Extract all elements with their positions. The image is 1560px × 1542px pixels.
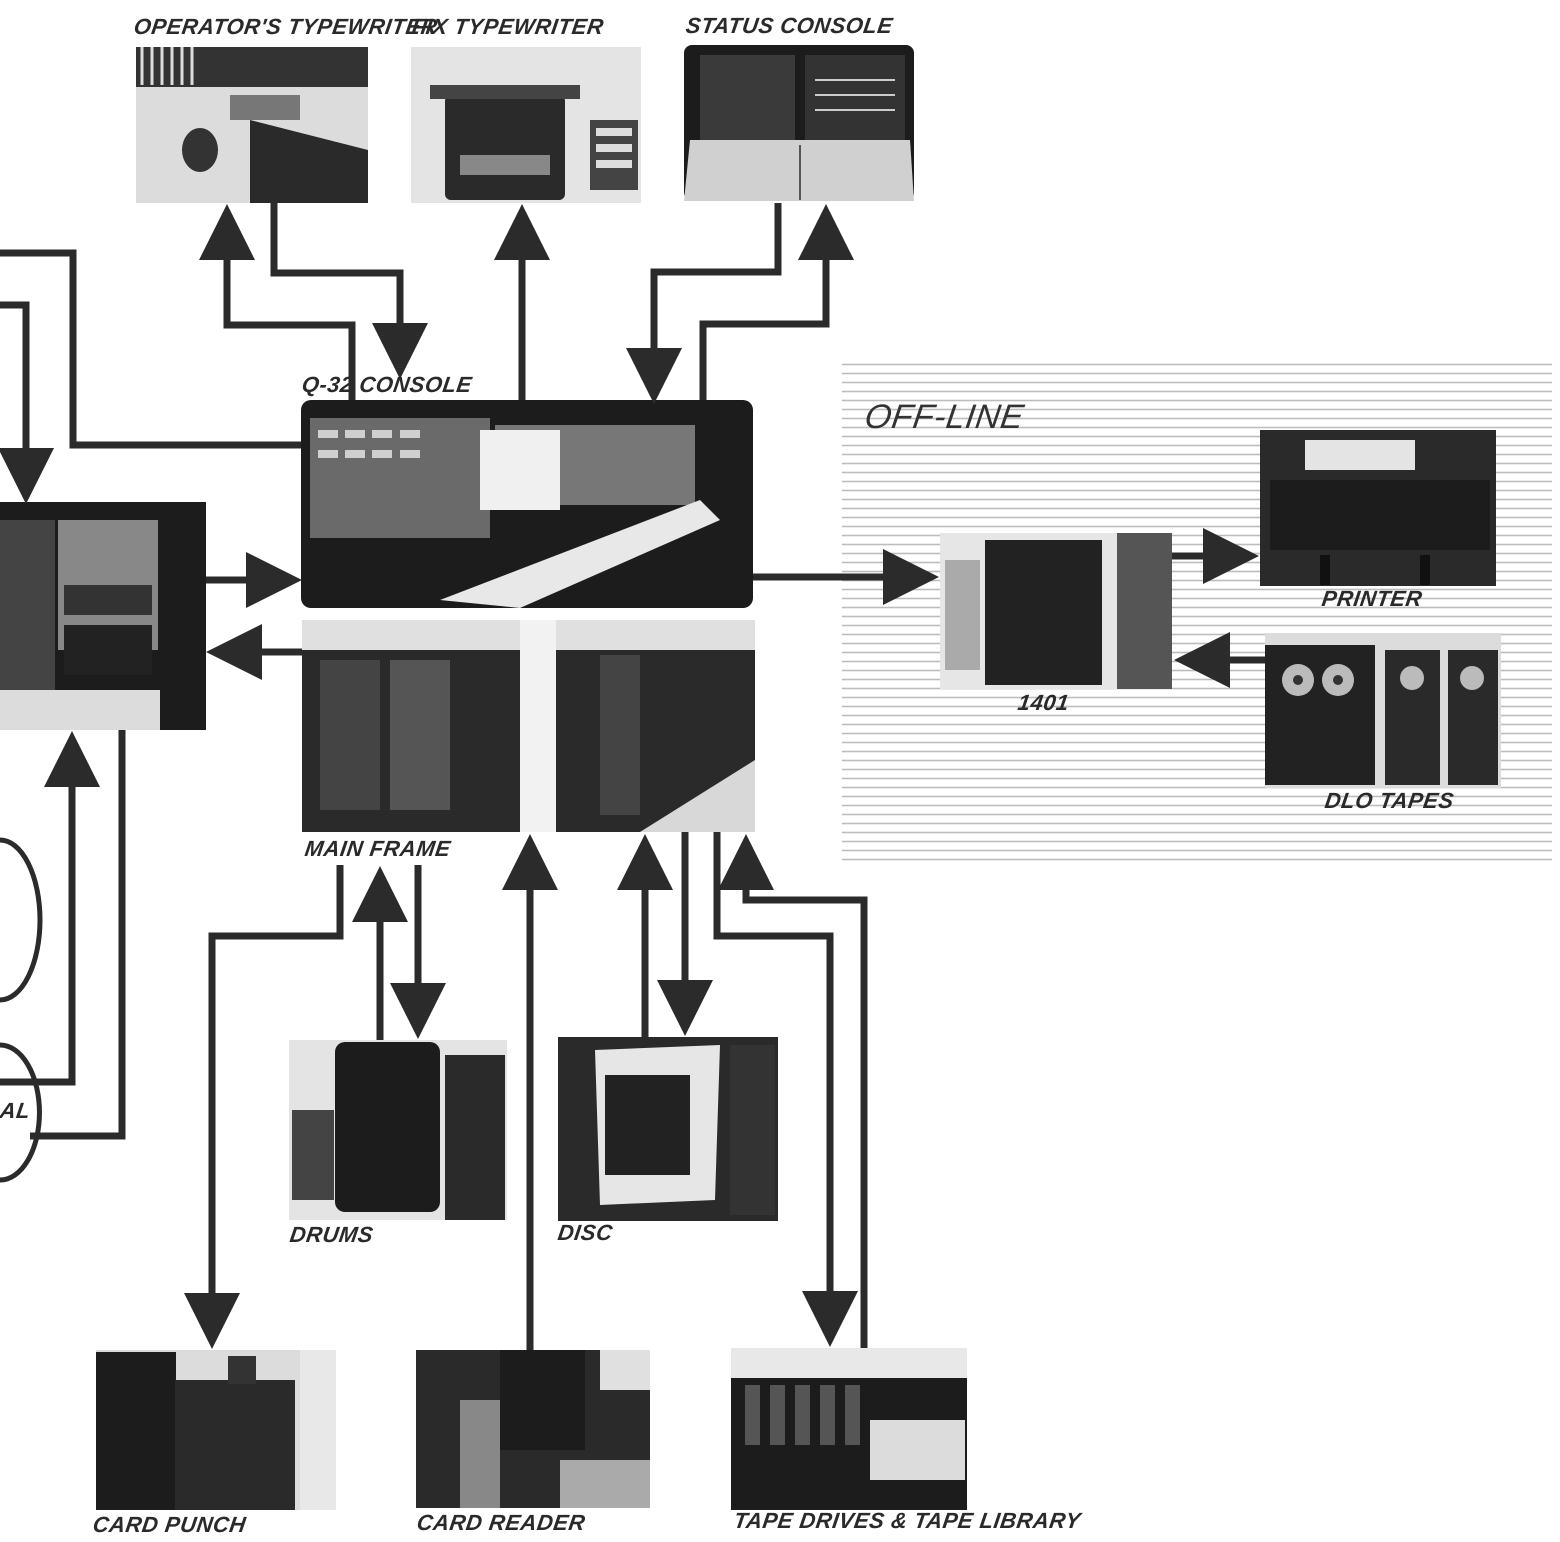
disc-photo xyxy=(558,1037,778,1221)
card-punch-label: CARD PUNCH xyxy=(91,1512,248,1537)
ibm-1401-label: 1401 xyxy=(1016,690,1071,715)
link-tapes-to-mainframe xyxy=(718,834,868,1348)
fix-typewriter-photo xyxy=(411,47,641,203)
left-circle-lower xyxy=(0,1042,42,1183)
printer-label: PRINTER xyxy=(1320,586,1424,611)
operators-typewriter-label: OPERATOR'S TYPEWRITER xyxy=(132,14,440,39)
printer-photo xyxy=(1260,430,1496,586)
link-left-to-left-equip xyxy=(0,301,54,504)
left-equipment-photo xyxy=(0,502,206,730)
fix-typewriter-label: FIX TYPEWRITER xyxy=(410,14,606,39)
q32-console-label: Q-32 CONSOLE xyxy=(300,372,474,397)
operators-typewriter-photo xyxy=(136,47,368,203)
drums-label: DRUMS xyxy=(288,1222,375,1247)
tape-drives-photo xyxy=(731,1348,967,1510)
status-console-label: STATUS CONSOLE xyxy=(684,13,895,38)
dlo-tapes-label: DLO TAPES xyxy=(1323,788,1456,813)
status-console-photo xyxy=(684,45,914,201)
link-console-to-optw xyxy=(199,204,356,400)
link-left-top-to-console xyxy=(0,249,301,449)
disc-label: DISC xyxy=(556,1220,615,1245)
dlo-tapes-photo xyxy=(1265,633,1501,788)
card-reader-label: CARD READER xyxy=(415,1510,587,1535)
card-reader-photo xyxy=(416,1350,650,1508)
ibm-1401-photo xyxy=(940,533,1172,689)
link-mainframe-to-tapes xyxy=(713,832,858,1347)
link-circle-to-leftequip xyxy=(0,731,100,1086)
link-mainframe-to-cardpunch xyxy=(184,865,344,1349)
q32-console-photo xyxy=(301,400,753,608)
link-console-to-status xyxy=(699,204,854,400)
left-circle-upper xyxy=(0,837,43,1003)
tape-drives-label: TAPE DRIVES & TAPE LIBRARY xyxy=(732,1508,1083,1533)
link-optw-to-console xyxy=(270,203,428,379)
drums-photo xyxy=(289,1040,507,1220)
off-line-label: OFF-LINE xyxy=(862,398,1027,436)
main-frame-photo xyxy=(302,620,755,832)
main-frame-label: MAIN FRAME xyxy=(303,836,453,861)
link-leftequip-to-circle xyxy=(30,730,126,1140)
link-status-to-console xyxy=(626,203,782,404)
partial-circle-label: AL xyxy=(0,1098,33,1123)
card-punch-photo xyxy=(96,1350,336,1510)
